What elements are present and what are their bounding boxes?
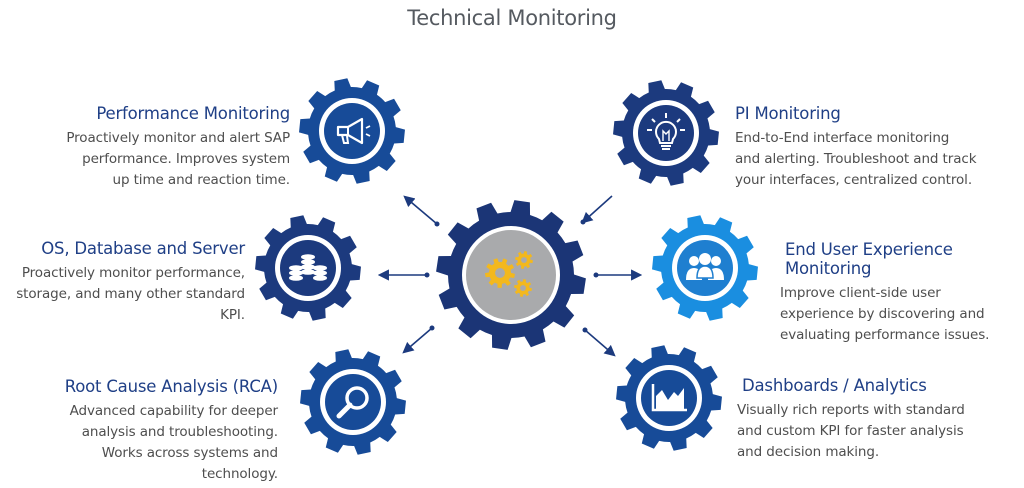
database-stack-gear [255, 215, 361, 321]
text-block-rca: Root Cause Analysis (RCA) Advanced capab… [40, 377, 278, 485]
desc-line: performance. Improves system [82, 151, 290, 167]
arrow-rca [402, 327, 433, 354]
desc-eue: Improve client-side user experience by d… [780, 283, 1020, 346]
center-gear [436, 200, 586, 350]
desc-line: Advanced capability for deeper [69, 403, 278, 419]
heading-rca: Root Cause Analysis (RCA) [64, 377, 278, 396]
heading-performance: Performance Monitoring [96, 104, 290, 123]
page-title: Technical Monitoring [407, 6, 617, 30]
desc-line: Visually rich reports with standard [737, 402, 965, 418]
desc-line: Proactively monitor and alert SAP [66, 130, 290, 146]
lightbulb-gear [613, 80, 719, 186]
megaphone-gear [299, 78, 405, 184]
area-chart-gear [616, 345, 722, 451]
desc-line: up time and reaction time. [112, 172, 291, 188]
desc-performance: Proactively monitor and alert SAP perfor… [40, 128, 290, 191]
arrow-dashboards [584, 329, 616, 357]
text-block-performance: Performance Monitoring Proactively monit… [40, 104, 290, 191]
desc-dashboards: Visually rich reports with standard and … [737, 400, 1017, 463]
desc-rca: Advanced capability for deeper analysis … [40, 401, 278, 485]
heading-pi: PI Monitoring [735, 104, 841, 123]
connectors [377, 195, 643, 357]
desc-line: Improve client-side user [780, 285, 941, 301]
desc-line: storage, and many other standard [16, 286, 245, 302]
text-block-eue: End User Experience Monitoring Improve c… [780, 240, 1020, 346]
desc-pi: End-to-End interface monitoring and aler… [735, 128, 1020, 191]
desc-line: Proactively monitor performance, [21, 265, 245, 281]
arrow-pi [581, 195, 613, 224]
desc-line: Works across systems and [101, 445, 278, 461]
desc-line: End-to-End interface monitoring [735, 130, 950, 146]
database-stack-icon [289, 254, 327, 281]
desc-line: evaluating performance issues. [780, 327, 990, 343]
arrow-performance [403, 195, 438, 225]
heading-dashboards: Dashboards / Analytics [742, 376, 927, 395]
users-group-icon [686, 253, 724, 280]
magnifier-gear [300, 349, 406, 455]
desc-line: technology. [201, 466, 278, 482]
desc-line: and custom KPI for faster analysis [737, 423, 964, 439]
desc-line: experience by discovering and [780, 306, 985, 322]
desc-os: Proactively monitor performance, storage… [5, 263, 245, 326]
magnifier-icon [336, 386, 369, 419]
heading-os: OS, Database and Server [41, 239, 245, 258]
yellow-gears-icon [485, 251, 533, 297]
text-block-dashboards: Dashboards / Analytics Visually rich rep… [737, 376, 1017, 463]
area-chart-icon [651, 384, 687, 412]
desc-line: and decision making. [737, 444, 880, 460]
desc-line: your interfaces, centralized control. [735, 172, 973, 188]
desc-line: KPI. [220, 307, 245, 323]
megaphone-icon [336, 117, 371, 145]
desc-line: and alerting. Troubleshoot and track [735, 151, 977, 167]
heading-eue: End User Experience Monitoring [785, 240, 953, 278]
desc-line: analysis and troubleshooting. [81, 424, 278, 440]
users-group-gear [652, 215, 758, 321]
text-block-pi: PI Monitoring End-to-End interface monit… [735, 104, 1020, 191]
lightbulb-icon [647, 113, 685, 150]
text-block-os: OS, Database and Server Proactively moni… [5, 239, 245, 326]
